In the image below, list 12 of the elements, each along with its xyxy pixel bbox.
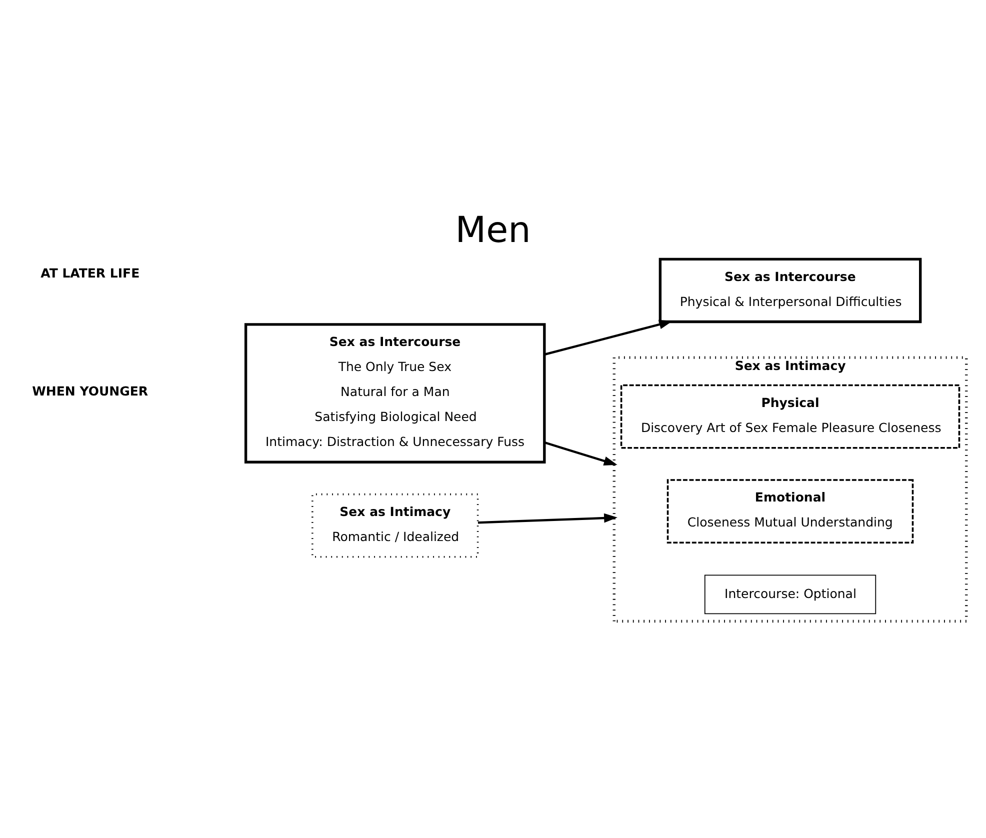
node-box: Physical Discovery Art of Sex Female Pleasure Closeness xyxy=(620,384,960,449)
node-box: Sex as Intercourse The Only True Sex Natural for a Man Satisfying Biological Need Intimacy: Distraction & Unnecessary Fuss xyxy=(244,323,546,464)
label: WHEN YOUNGER xyxy=(32,384,148,399)
node-box: Emotional Closeness Mutual Understanding xyxy=(666,479,914,544)
node-box: Sex as Intimacy Romantic / Idealized xyxy=(312,493,479,558)
node-box: Sex as Intercourse Physical & Interpersonal Difficulties xyxy=(658,258,922,324)
arrow xyxy=(478,513,618,524)
arrow xyxy=(544,320,673,356)
arrow xyxy=(544,441,618,466)
label: AT LATER LIFE xyxy=(40,266,140,281)
node-box: Intercourse: Optional xyxy=(704,574,876,614)
diagram-title: Men xyxy=(455,210,531,251)
